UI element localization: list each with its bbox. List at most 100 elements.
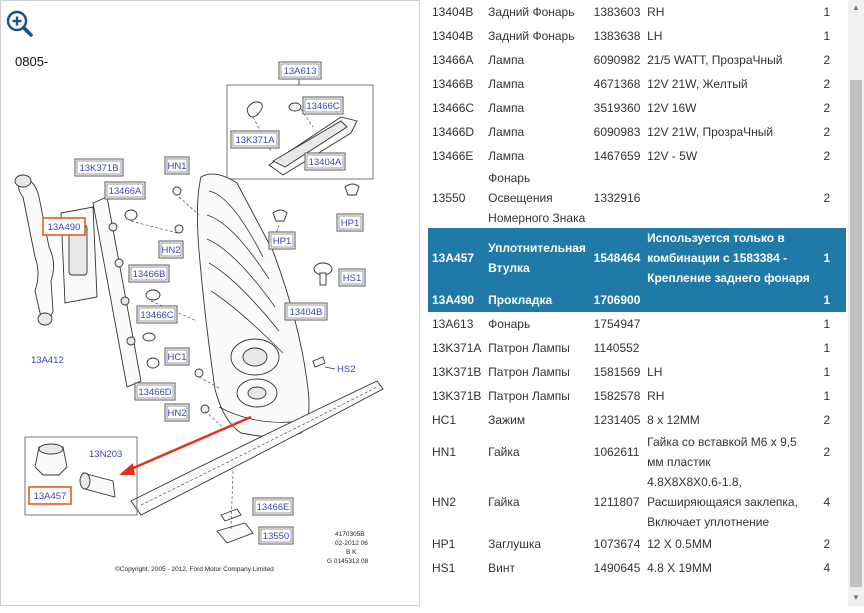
description-cell: RH (647, 389, 665, 403)
scrollbar-thumb[interactable] (850, 80, 862, 587)
svg-text:HP1: HP1 (273, 236, 291, 247)
callout-13550[interactable]: 13550 (258, 526, 294, 545)
svg-text:13466B: 13466B (133, 269, 166, 280)
quantity-cell: 1 (823, 341, 831, 355)
callout-HP1-right[interactable]: HP1 (336, 213, 364, 232)
callout-HS1[interactable]: HS1 (338, 268, 366, 287)
callout-13A490-highlighted[interactable]: 13A490 (42, 217, 86, 236)
svg-text:13404A: 13404A (309, 157, 342, 168)
callout-13466A[interactable]: 13466A (104, 181, 146, 200)
catalog-number-cell: 6090982 (593, 53, 641, 67)
quantity-cell: 2 (823, 125, 831, 139)
screw-HS2 (312, 356, 326, 368)
svg-text:13550: 13550 (263, 531, 289, 542)
part-name-cell: Задний Фонарь (488, 29, 575, 43)
label-13A412: 13A412 (31, 355, 64, 366)
svg-text:13A457: 13A457 (34, 491, 67, 502)
catalog-number-cell: 1062611 (593, 445, 640, 459)
callout-13466E[interactable]: 13466E (252, 497, 294, 516)
part-number-cell: 13404B (432, 29, 474, 43)
svg-text:13A490: 13A490 (48, 222, 81, 233)
description-cell: 12V 16W (647, 101, 697, 115)
callout-13466D[interactable]: 13466D (134, 382, 176, 401)
bulb-13466A (124, 209, 138, 221)
callout-HN2-lower[interactable]: HN2 (164, 403, 190, 422)
description-cell: 12V 21W, ПрозраЧный (647, 125, 774, 139)
plug-HP1-right (344, 183, 360, 196)
description-cell: 12 X 0.5MM (647, 537, 712, 551)
nut-HN2-lower (200, 404, 210, 414)
part-number-cell: 13466B (432, 77, 474, 91)
bulb-13466D (146, 357, 160, 369)
callout-13A613[interactable]: 13A613 (278, 61, 322, 80)
quantity-cell: 4 (823, 561, 831, 575)
nut-HN2-upper (174, 224, 184, 234)
part-name-cell: Гайка (488, 495, 520, 509)
svg-text:13404B: 13404B (290, 307, 323, 318)
svg-text:13K371B: 13K371B (79, 163, 118, 174)
callout-HN1[interactable]: HN1 (164, 156, 190, 175)
catalog-number-cell: 1231405 (593, 413, 641, 427)
quantity-cell: 2 (823, 413, 831, 427)
clip-HC1 (194, 368, 204, 378)
part-number-cell: 13466E (432, 149, 474, 163)
callout-13A457-highlighted[interactable]: 13A457 (28, 486, 72, 505)
catalog-number-cell: 3519360 (593, 101, 641, 115)
part-name-cell: Лампа (488, 125, 525, 139)
stamp-line-4: G 0145313 08 (327, 558, 369, 565)
callout-HC1[interactable]: HC1 (164, 347, 190, 366)
callout-13404B[interactable]: 13404B (284, 302, 328, 321)
callout-13404A[interactable]: 13404A (304, 152, 346, 171)
catalog-number-cell: 1073674 (593, 537, 641, 551)
catalog-number-cell: 1332916 (593, 191, 641, 205)
callout-13K371A[interactable]: 13K371A (230, 130, 280, 149)
bulb-holder-13K371A (246, 101, 263, 118)
catalog-number-cell: 1140552 (593, 341, 640, 355)
callout-HP1-left[interactable]: HP1 (268, 231, 296, 250)
part-number-cell: 13404B (432, 5, 474, 19)
part-name-cell: Заглушка (488, 537, 542, 551)
part-name-cell: Задний Фонарь (488, 5, 575, 19)
catalog-number-cell: 1582578 (593, 389, 641, 403)
part-name-cell: Лампа (488, 77, 525, 91)
part-name-cell: Фонарь (488, 317, 531, 331)
quantity-cell: 2 (823, 53, 831, 67)
callout-13466C-top[interactable]: 13466C (302, 96, 344, 115)
label-13N203: 13N203 (89, 449, 122, 460)
part-name-cell: Патрон Лампы (488, 341, 570, 355)
callout-HN2-upper[interactable]: HN2 (158, 240, 184, 259)
callout-13466C-left[interactable]: 13466C (136, 305, 178, 324)
catalog-number-cell: 1706900 (593, 293, 641, 307)
vertical-scrollbar[interactable]: ▲ ▼ (848, 0, 864, 606)
scroll-up-arrow-icon[interactable]: ▲ (852, 3, 860, 12)
svg-text:HN1: HN1 (167, 161, 186, 172)
scroll-down-arrow-icon[interactable]: ▼ (852, 593, 860, 602)
callout-13466B[interactable]: 13466B (128, 264, 170, 283)
svg-text:HC1: HC1 (167, 352, 186, 363)
wiring-connector-13A412 (18, 176, 54, 320)
part-number-cell: HN1 (432, 445, 457, 459)
part-name-cell: Зажим (488, 413, 526, 427)
zoom-in-button[interactable] (5, 9, 35, 39)
callout-13K371B[interactable]: 13K371B (74, 158, 124, 177)
catalog-number-cell: 1581569 (593, 365, 641, 379)
